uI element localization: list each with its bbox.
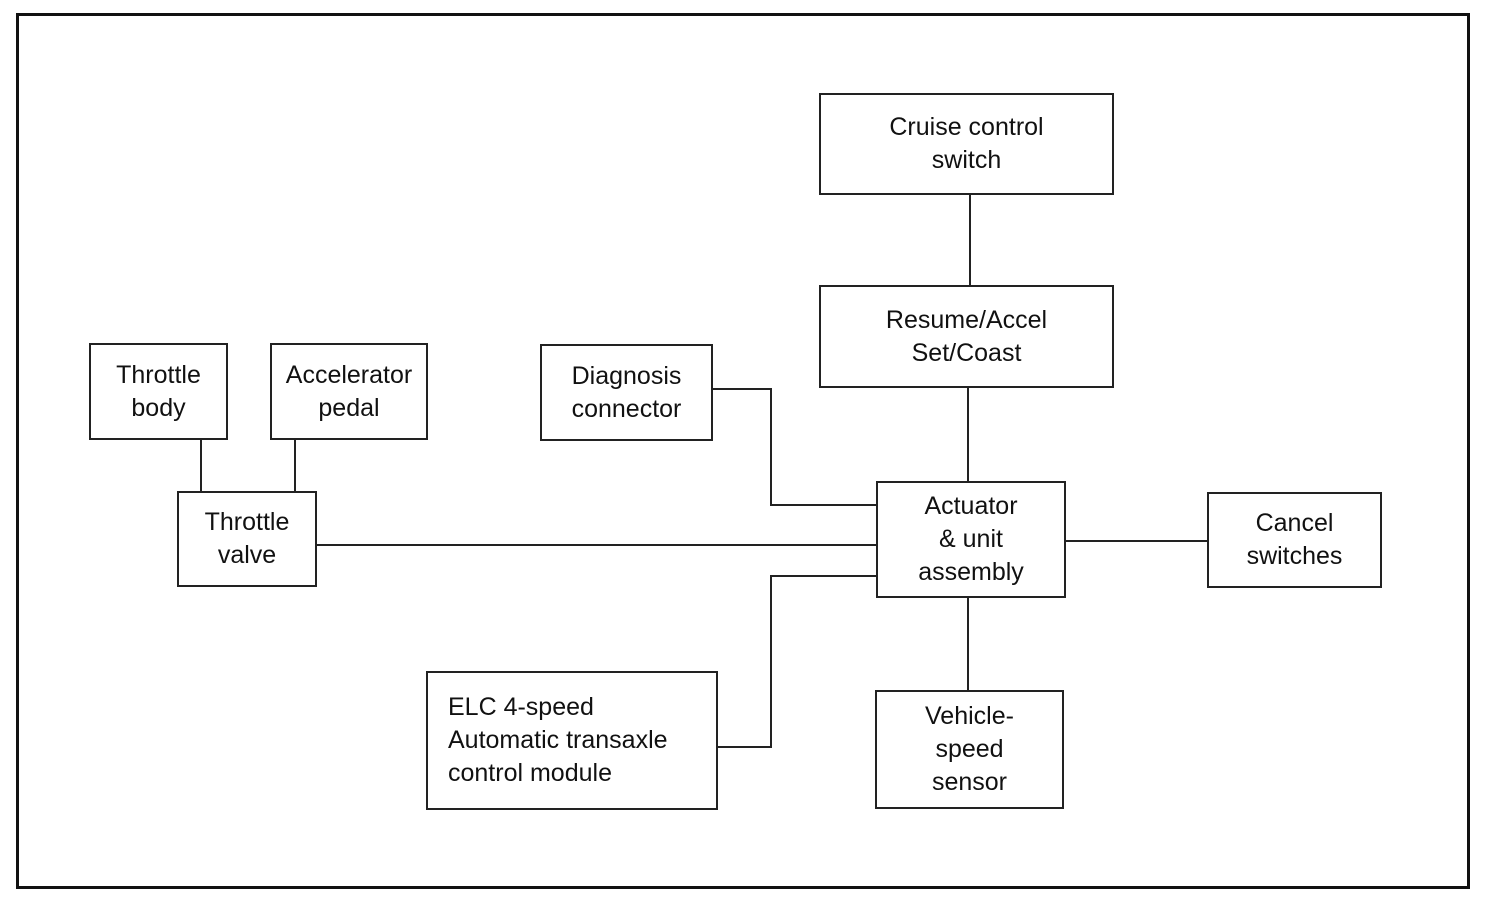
box-label-line: switch bbox=[931, 146, 1002, 174]
box-label-line: Diagnosis bbox=[571, 361, 682, 390]
actuator-unit-assembly-box: Actuator & unit assembly bbox=[876, 481, 1066, 598]
throttle-valve-box: Throttle valve bbox=[177, 491, 317, 587]
box-label-line: sensor bbox=[931, 768, 1008, 796]
box-label-line: & unit bbox=[939, 525, 1003, 553]
box-label-line: pedal bbox=[318, 393, 380, 422]
throttle-body-box: Throttle body bbox=[89, 343, 228, 440]
wire-elc-to-actuator bbox=[717, 575, 877, 748]
box-label-line: switches bbox=[1246, 542, 1343, 570]
cruise-control-switch-box: Cruise control switch bbox=[819, 93, 1114, 195]
box-label-line: Cruise control bbox=[889, 113, 1044, 141]
box-label-line: Set/Coast bbox=[911, 338, 1022, 367]
box-label-line: control module bbox=[448, 759, 612, 787]
box-label-line: Vehicle- bbox=[925, 702, 1014, 730]
box-label-line: assembly bbox=[918, 558, 1024, 586]
box-label-line: valve bbox=[217, 541, 277, 569]
box-label-line: Throttle bbox=[116, 360, 201, 389]
diagram-frame bbox=[16, 13, 1470, 889]
box-label-line: speed bbox=[935, 735, 1004, 763]
box-label-line: Accelerator bbox=[285, 360, 413, 389]
box-label-line: Automatic transaxle bbox=[448, 726, 668, 754]
diagnosis-connector-box: Diagnosis connector bbox=[540, 344, 713, 441]
accelerator-pedal-box: Accelerator pedal bbox=[270, 343, 428, 440]
elc-transaxle-control-module-box: ELC 4-speed Automatic transaxle control … bbox=[426, 671, 718, 810]
box-label-line: Throttle bbox=[204, 508, 290, 536]
box-label-line: Actuator bbox=[924, 492, 1018, 520]
vehicle-speed-sensor-box: Vehicle- speed sensor bbox=[875, 690, 1064, 809]
box-label-line: Resume/Accel bbox=[885, 305, 1048, 334]
box-label-line: ELC 4-speed bbox=[448, 693, 594, 721]
wire-diagnosis-to-actuator bbox=[712, 388, 877, 506]
box-label-line: Cancel bbox=[1255, 509, 1334, 537]
resume-accel-set-coast-box: Resume/Accel Set/Coast bbox=[819, 285, 1114, 388]
box-label-line: connector bbox=[571, 394, 682, 423]
box-label-line: body bbox=[131, 393, 186, 422]
cancel-switches-box: Cancel switches bbox=[1207, 492, 1382, 588]
